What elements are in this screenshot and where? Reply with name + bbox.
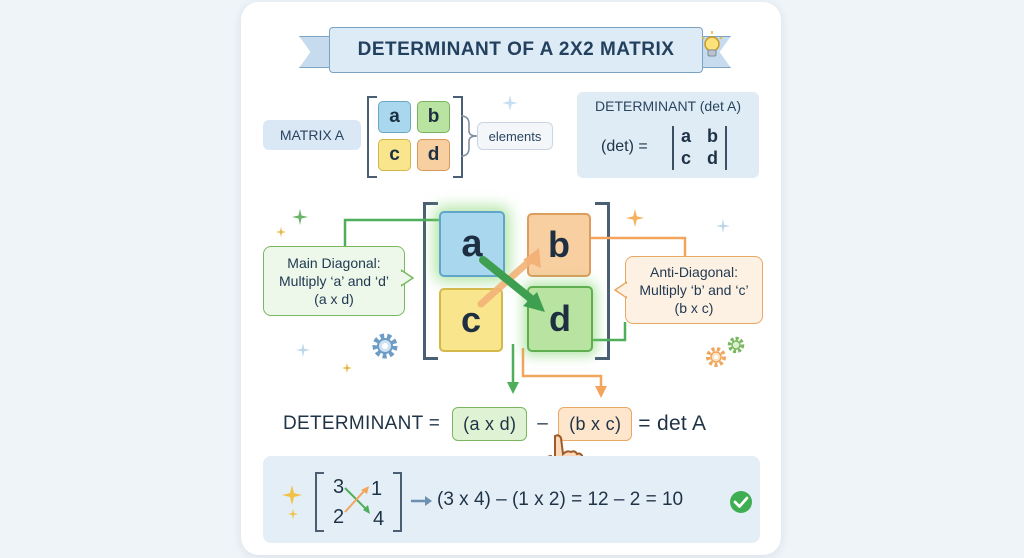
gear-icon: [727, 336, 745, 354]
det-entry-c: c: [681, 148, 692, 168]
cell-c-text: c: [460, 299, 482, 340]
matrix-a-label-text: MATRIX A: [279, 127, 345, 143]
matrix-a-label: MATRIX A: [263, 120, 361, 150]
main-diagonal-callout-tail: [401, 269, 415, 287]
formula-term-ad: (a x d): [452, 407, 528, 441]
determinant-formula: DETERMINANT = (a x d) – (b x c) = det A: [283, 404, 743, 444]
check-icon: [730, 491, 752, 513]
diagram-card: DETERMINANT OF A 2X2 MATRIX MATRIX A a b…: [241, 2, 781, 555]
formula-term-bc: (b x c): [558, 407, 633, 441]
anti-diagonal-callout-tail: [613, 281, 627, 299]
sparkle-icon: [276, 227, 286, 237]
main-diagonal-formula: (a x d): [314, 291, 354, 307]
main-diagonal-desc: Multiply ‘a’ and ‘d’: [279, 273, 389, 289]
example-cell-tr: 1: [371, 478, 383, 500]
formula-minus: –: [537, 413, 549, 434]
determinant-box-header: DETERMINANT (det A): [595, 98, 741, 114]
small-cell-b-text: b: [427, 106, 440, 127]
big-matrix-bracket-left: [423, 202, 438, 360]
anti-diagonal-callout: Anti-Diagonal: Multiply ‘b’ and ‘c’ (b x…: [625, 256, 763, 324]
example-bracket-left: [315, 472, 324, 532]
cell-b: b: [527, 213, 591, 277]
det-entry-b: b: [707, 126, 718, 146]
sparkle-icon: [342, 363, 352, 373]
anti-diagonal-desc: Multiply ‘b’ and ‘c’: [639, 282, 749, 298]
formula-prefix: DETERMINANT =: [283, 413, 441, 434]
diagonal-arrows: [477, 248, 545, 312]
det-bar-right: [725, 126, 727, 170]
elements-label: elements: [477, 122, 553, 150]
det-entry-d: d: [707, 148, 718, 168]
cell-c: c: [439, 288, 503, 352]
anti-diagonal-formula: (b x c): [674, 300, 714, 316]
example-cross-arrows: [344, 486, 370, 514]
sparkle-icon: [626, 209, 644, 227]
determinant-box: DETERMINANT (det A) (det) = a b c d: [577, 92, 759, 178]
formula-term-ad-text: (a x d): [463, 413, 517, 434]
sparkle-icon: [288, 509, 298, 519]
cell-b-text: b: [548, 224, 570, 265]
sparkle-icon: [502, 95, 518, 111]
small-cell-a: a: [378, 101, 411, 133]
small-cell-a-text: a: [389, 106, 400, 127]
example-cell-tl: 3: [333, 476, 345, 498]
small-matrix-bracket-right: [453, 96, 463, 178]
page-title: DETERMINANT OF A 2X2 MATRIX: [357, 39, 675, 60]
small-cell-c: c: [378, 139, 411, 171]
sparkle-icon: [282, 485, 302, 505]
cell-d-text: d: [549, 298, 571, 339]
det-bar-left: [672, 126, 674, 170]
determinant-lhs: (det) =: [601, 138, 648, 155]
example-panel: 3 1 2 4 (3 x 4) – (1 x 2) = 12 – 2 = 10: [263, 456, 760, 543]
det-entry-a: a: [681, 126, 692, 146]
gear-icon: [372, 333, 398, 359]
cell-a-text: a: [461, 222, 483, 265]
example-cell-br: 4: [373, 508, 385, 530]
main-diagonal-title: Main Diagonal:: [287, 255, 381, 271]
formula-suffix: = det A: [638, 412, 707, 435]
arrow-right-icon: [411, 496, 432, 506]
title-banner: DETERMINANT OF A 2X2 MATRIX: [329, 27, 703, 73]
example-bracket-right: [393, 472, 402, 532]
small-cell-d-text: d: [427, 144, 440, 165]
sparkle-icon: [292, 209, 308, 225]
main-diagonal-callout: Main Diagonal: Multiply ‘a’ and ‘d’ (a x…: [263, 246, 405, 316]
example-cell-bl: 2: [333, 506, 345, 528]
sparkle-icon: [716, 219, 730, 233]
lightbulb-icon: [701, 31, 723, 57]
big-matrix-bracket-right: [595, 202, 610, 360]
small-cell-c-text: c: [389, 144, 400, 165]
anti-diagonal-title: Anti-Diagonal:: [650, 264, 738, 280]
small-cell-d: d: [417, 139, 450, 171]
small-matrix-bracket-left: [367, 96, 377, 178]
example-equation: (3 x 4) – (1 x 2) = 12 – 2 = 10: [437, 489, 684, 510]
small-cell-b: b: [417, 101, 450, 133]
elements-label-text: elements: [488, 128, 542, 144]
connector-lines: [343, 218, 687, 398]
formula-term-bc-text: (b x c): [569, 413, 622, 434]
sparkle-icon: [296, 343, 310, 357]
gear-icon: [706, 347, 726, 367]
